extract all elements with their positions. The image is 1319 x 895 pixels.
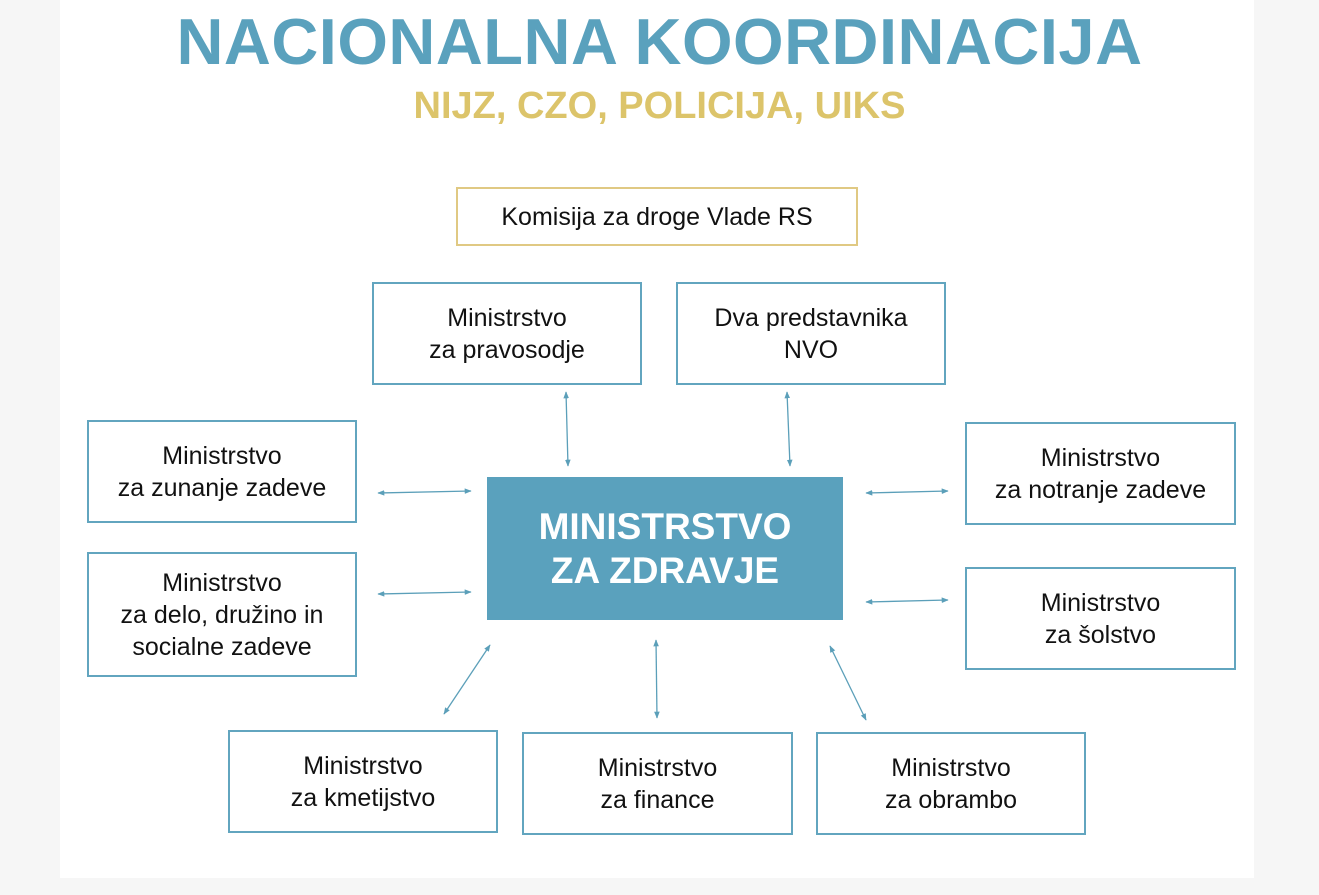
arrow-nvo xyxy=(784,391,793,467)
delo-box: Ministrstvo za delo, družino in socialne… xyxy=(87,552,357,677)
komisija-box: Komisija za droge Vlade RS xyxy=(456,187,858,246)
arrow-finance xyxy=(653,639,660,719)
arrow-notranje xyxy=(865,488,949,496)
notranje-box: Ministrstvo za notranje zadeve xyxy=(965,422,1236,525)
finance-box: Ministrstvo za finance xyxy=(522,732,793,835)
arrow-kmetijstvo xyxy=(443,644,491,715)
arrow-delo xyxy=(377,589,472,597)
ministrstvo-za-zdravje-box: MINISTRSTVO ZA ZDRAVJE xyxy=(487,477,843,620)
pravosodje-box: Ministrstvo za pravosodje xyxy=(372,282,642,385)
kmetijstvo-box: Ministrstvo za kmetijstvo xyxy=(228,730,498,833)
main-title: NACIONALNA KOORDINACIJA xyxy=(176,5,1143,78)
solstvo-box: Ministrstvo za šolstvo xyxy=(965,567,1236,670)
zunanje-box: Ministrstvo za zunanje zadeve xyxy=(87,420,357,523)
arrow-obrambo xyxy=(829,645,867,721)
subtitle: NIJZ, CZO, POLICIJA, UIKS xyxy=(413,85,906,127)
arrow-pravosodje xyxy=(563,391,571,467)
obrambo-box: Ministrstvo za obrambo xyxy=(816,732,1086,835)
arrow-zunanje xyxy=(377,488,472,496)
arrow-solstvo xyxy=(865,597,949,605)
nvo-box: Dva predstavnika NVO xyxy=(676,282,946,385)
